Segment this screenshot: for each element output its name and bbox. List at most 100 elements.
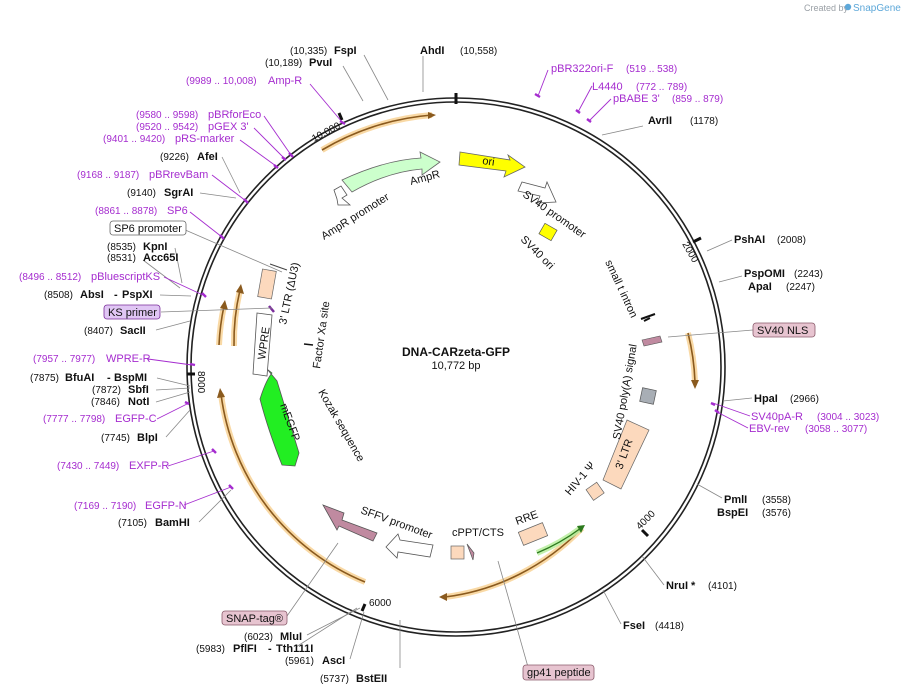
site-blpi: (7745)BlpI bbox=[101, 432, 158, 444]
svg-text:BstEII: BstEII bbox=[356, 673, 387, 685]
label-ori: ori bbox=[482, 155, 496, 169]
tick-label-4000: 4000 bbox=[634, 508, 658, 532]
sffv-promoter-arrow bbox=[385, 533, 434, 559]
boxed-labels: SP6 promoter KS primer SV40 NLS SNAP-tag… bbox=[103, 220, 816, 681]
label-cppt-cts: cPPT/CTS bbox=[452, 527, 504, 539]
svg-text:KpnI: KpnI bbox=[143, 241, 167, 253]
svg-text:(7105): (7105) bbox=[118, 518, 147, 529]
primer-pbrrevbam: (9168 .. 9187)pBRrevBam bbox=[77, 169, 208, 181]
svg-text:(10,558): (10,558) bbox=[460, 46, 497, 57]
watermark-brand: SnapGene bbox=[853, 3, 901, 14]
site-asci: (5961)AscI bbox=[285, 655, 345, 667]
primer-pbabe3: pBABE 3'(859 .. 879) bbox=[613, 93, 723, 105]
ks-primer-label: KS primer bbox=[103, 304, 161, 320]
svg-text:SacII: SacII bbox=[120, 325, 146, 337]
site-fsei: FseI (4418) bbox=[623, 620, 684, 632]
primer-labels: (9989 .. 10,008)Amp-R (9580 .. 9598) pBRf… bbox=[19, 63, 879, 512]
tick-marks bbox=[187, 112, 702, 612]
svg-text:BspMI: BspMI bbox=[114, 372, 147, 384]
rre-box bbox=[517, 522, 549, 546]
svg-text:(519 .. 538): (519 .. 538) bbox=[626, 64, 677, 75]
site-pmli: PmlI(3558) bbox=[724, 494, 791, 506]
svg-text:-: - bbox=[107, 372, 111, 384]
svg-text:pBluescriptKS: pBluescriptKS bbox=[91, 271, 160, 283]
svg-text:(8496 .. 8512): (8496 .. 8512) bbox=[19, 272, 81, 283]
svg-text:SbfI: SbfI bbox=[128, 384, 149, 396]
svg-text:(5983): (5983) bbox=[196, 644, 225, 655]
site-sacii: (8407)SacII bbox=[84, 325, 146, 337]
svg-text:pBRforEco: pBRforEco bbox=[208, 109, 261, 121]
site-pvui: (10,189)PvuI bbox=[265, 57, 332, 69]
svg-text:(7872): (7872) bbox=[92, 385, 121, 396]
label-wpre: WPRE bbox=[256, 326, 272, 360]
svg-text:FseI: FseI bbox=[623, 620, 645, 632]
primer-pbr322ori-f: pBR322ori-F(519 .. 538) bbox=[551, 63, 677, 75]
svg-text:EXFP-R: EXFP-R bbox=[129, 460, 169, 472]
svg-text:SV40pA-R: SV40pA-R bbox=[751, 411, 803, 423]
site-absi-pspxi: (8508)AbsI-PspXI bbox=[44, 289, 153, 301]
site-sbfi: (7872) SbfI bbox=[92, 384, 149, 396]
svg-text:EBV-rev: EBV-rev bbox=[749, 423, 790, 435]
svg-text:EGFP-C: EGFP-C bbox=[115, 413, 157, 425]
feature-arrows bbox=[252, 151, 663, 561]
site-bspei: BspEI(3576) bbox=[717, 507, 791, 519]
svg-text:(6023): (6023) bbox=[244, 632, 273, 643]
site-afei: (9226)AfeI bbox=[160, 151, 218, 163]
svg-text:BfuAI: BfuAI bbox=[65, 372, 94, 384]
site-ahdi: AhdI(10,558) bbox=[420, 45, 497, 57]
label-ampr: AmpR bbox=[409, 168, 442, 188]
site-apai: ApaI(2247) bbox=[748, 281, 815, 293]
wpre-box bbox=[252, 312, 273, 377]
primer-ticks bbox=[184, 92, 720, 490]
svg-text:SNAP-tag®: SNAP-tag® bbox=[226, 613, 283, 625]
site-sgrai: (9140)SgrAI bbox=[127, 187, 193, 199]
gp41-mark bbox=[466, 543, 475, 561]
svg-text:WPRE-R: WPRE-R bbox=[106, 353, 151, 365]
tick-4000 bbox=[640, 528, 650, 538]
gp41-peptide-label: gp41 peptide bbox=[522, 664, 595, 681]
svg-text:PflFI: PflFI bbox=[233, 643, 257, 655]
svg-text:NruI *: NruI * bbox=[666, 580, 696, 592]
primer-ebv-rev: EBV-rev(3058 .. 3077) bbox=[749, 423, 867, 435]
svg-text:(10,189): (10,189) bbox=[265, 58, 302, 69]
svg-text:AfeI: AfeI bbox=[197, 151, 218, 163]
svg-text:(859 .. 879): (859 .. 879) bbox=[672, 94, 723, 105]
primer-amp-r: (9989 .. 10,008)Amp-R bbox=[186, 75, 302, 87]
cppt-cts-box bbox=[450, 545, 465, 560]
svg-text:PspOMI: PspOMI bbox=[744, 268, 785, 280]
tick-label-2000: 2000 bbox=[679, 240, 700, 265]
tick-6000 bbox=[360, 603, 367, 612]
svg-text:(9989 .. 10,008): (9989 .. 10,008) bbox=[186, 76, 257, 87]
svg-text:pBRrevBam: pBRrevBam bbox=[149, 169, 208, 181]
svg-text:(8531): (8531) bbox=[107, 253, 136, 264]
svg-text:PspXI: PspXI bbox=[122, 289, 153, 301]
site-pspomi: PspOMI(2243) bbox=[744, 268, 823, 280]
svg-text:(7957 .. 7977): (7957 .. 7977) bbox=[33, 354, 95, 365]
svg-text:(3576): (3576) bbox=[762, 508, 791, 519]
svg-text:SP6: SP6 bbox=[167, 205, 188, 217]
svg-text:KS primer: KS primer bbox=[108, 307, 157, 319]
svg-text:-: - bbox=[268, 643, 272, 655]
sv40-nls-mark bbox=[641, 335, 663, 347]
svg-text:(3558): (3558) bbox=[762, 495, 791, 506]
svg-text:FspI: FspI bbox=[334, 45, 357, 57]
primer-sv40pa-r: SV40pA-R(3004 .. 3023) bbox=[751, 411, 879, 423]
primer-l4440: L4440(772 .. 789) bbox=[592, 81, 687, 93]
ltr-du3-box bbox=[257, 268, 277, 300]
sv40-nls-label: SV40 NLS bbox=[752, 322, 816, 338]
svg-text:NotI: NotI bbox=[128, 396, 149, 408]
svg-text:(8508): (8508) bbox=[44, 290, 73, 301]
svg-text:(7875): (7875) bbox=[30, 373, 59, 384]
svg-text:(1178): (1178) bbox=[690, 116, 718, 127]
svg-text:MluI: MluI bbox=[280, 631, 302, 643]
snapgene-logo-icon bbox=[844, 3, 852, 11]
svg-text:(5737): (5737) bbox=[320, 674, 349, 685]
svg-text:(4418): (4418) bbox=[655, 621, 684, 632]
svg-text:HpaI: HpaI bbox=[754, 393, 778, 405]
svg-text:pGEX 3': pGEX 3' bbox=[208, 121, 249, 133]
ltr-3-box bbox=[602, 419, 650, 490]
svg-text:(9580 .. 9598): (9580 .. 9598) bbox=[136, 110, 198, 121]
factor-xa-mark bbox=[303, 343, 314, 346]
hiv-psi-box bbox=[585, 481, 605, 501]
